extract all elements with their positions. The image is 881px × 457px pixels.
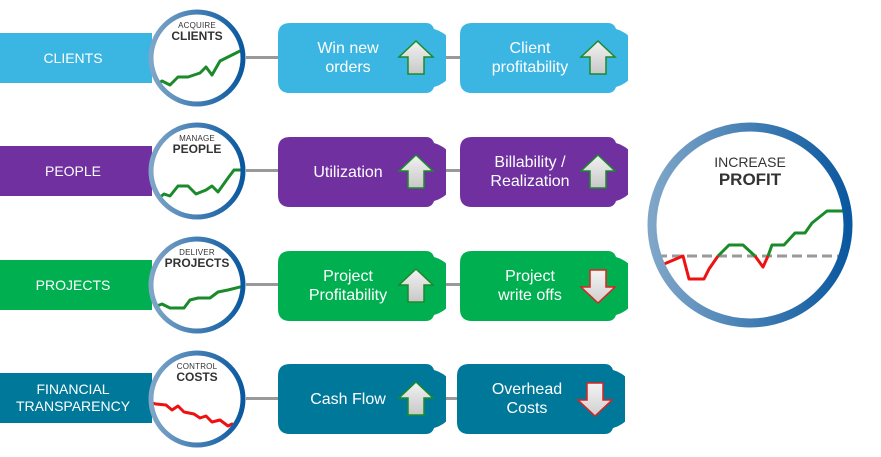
trend-up-line — [153, 284, 241, 310]
band-clients: CLIENTS — [0, 33, 152, 83]
circle-acquire-clients: ACQUIRE CLIENTS — [148, 9, 246, 107]
arrow-down-icon — [576, 382, 614, 418]
profit-below-segment — [656, 254, 720, 281]
kpi-shape — [278, 251, 446, 321]
circle-control-costs: CONTROL COSTS — [148, 350, 246, 448]
kpi-label: Utilization — [313, 163, 383, 181]
circle-deliver-projects: DELIVER PROJECTS — [148, 236, 246, 334]
ring-icon — [148, 9, 246, 107]
arrow-up-icon — [579, 153, 617, 189]
circle-manage-people: MANAGE PEOPLE — [148, 122, 246, 220]
kpi-shape — [460, 137, 628, 207]
profit-dip-segment — [753, 255, 770, 269]
kpi-shape — [278, 23, 446, 93]
goal-title: INCREASE PROFIT — [714, 154, 786, 189]
arrow-up-icon — [397, 380, 435, 416]
profit-chart-ring-icon — [647, 122, 853, 328]
band-label: CLIENTS — [43, 49, 103, 66]
goal-increase-profit: INCREASE PROFIT — [647, 122, 853, 328]
kpi-billability-realization[interactable]: Billability /Realization — [460, 137, 628, 207]
circle-title: ACQUIRE CLIENTS — [171, 21, 223, 43]
band-label: PEOPLE — [44, 162, 102, 179]
kpi-shape — [460, 23, 628, 93]
circle-title: CONTROL COSTS — [176, 362, 218, 384]
kpi-label: Billability /Realization — [490, 154, 570, 190]
profit-above-segment — [716, 243, 757, 258]
kpi-label: Cash Flow — [310, 390, 386, 408]
arrow-up-icon — [397, 39, 435, 75]
arrow-up-icon — [397, 153, 435, 189]
band-label: PROJECTS — [35, 276, 111, 293]
profit-rise-segment — [766, 209, 844, 257]
ring-icon — [148, 236, 246, 334]
arrow-up-icon — [579, 39, 617, 75]
kpi-shape — [457, 364, 625, 434]
trend-up-line — [153, 47, 241, 91]
kpi-shape — [460, 251, 628, 321]
circle-title: MANAGE PEOPLE — [172, 134, 222, 156]
kpi-utilization[interactable]: Utilization — [278, 137, 446, 207]
band-people: PEOPLE — [0, 146, 152, 196]
arrow-up-icon — [397, 267, 435, 303]
arrow-down-icon — [579, 269, 617, 305]
ring-icon — [148, 122, 246, 220]
trend-down-line — [153, 400, 241, 437]
ring-icon — [148, 350, 246, 448]
kpi-shape — [278, 137, 446, 207]
trend-up-line — [153, 168, 241, 204]
circle-title: DELIVER PROJECTS — [164, 248, 230, 270]
kpi-cash-flow[interactable]: Cash Flow — [278, 364, 446, 434]
band-projects: PROJECTS — [0, 260, 152, 310]
kpi-shape — [278, 364, 446, 434]
